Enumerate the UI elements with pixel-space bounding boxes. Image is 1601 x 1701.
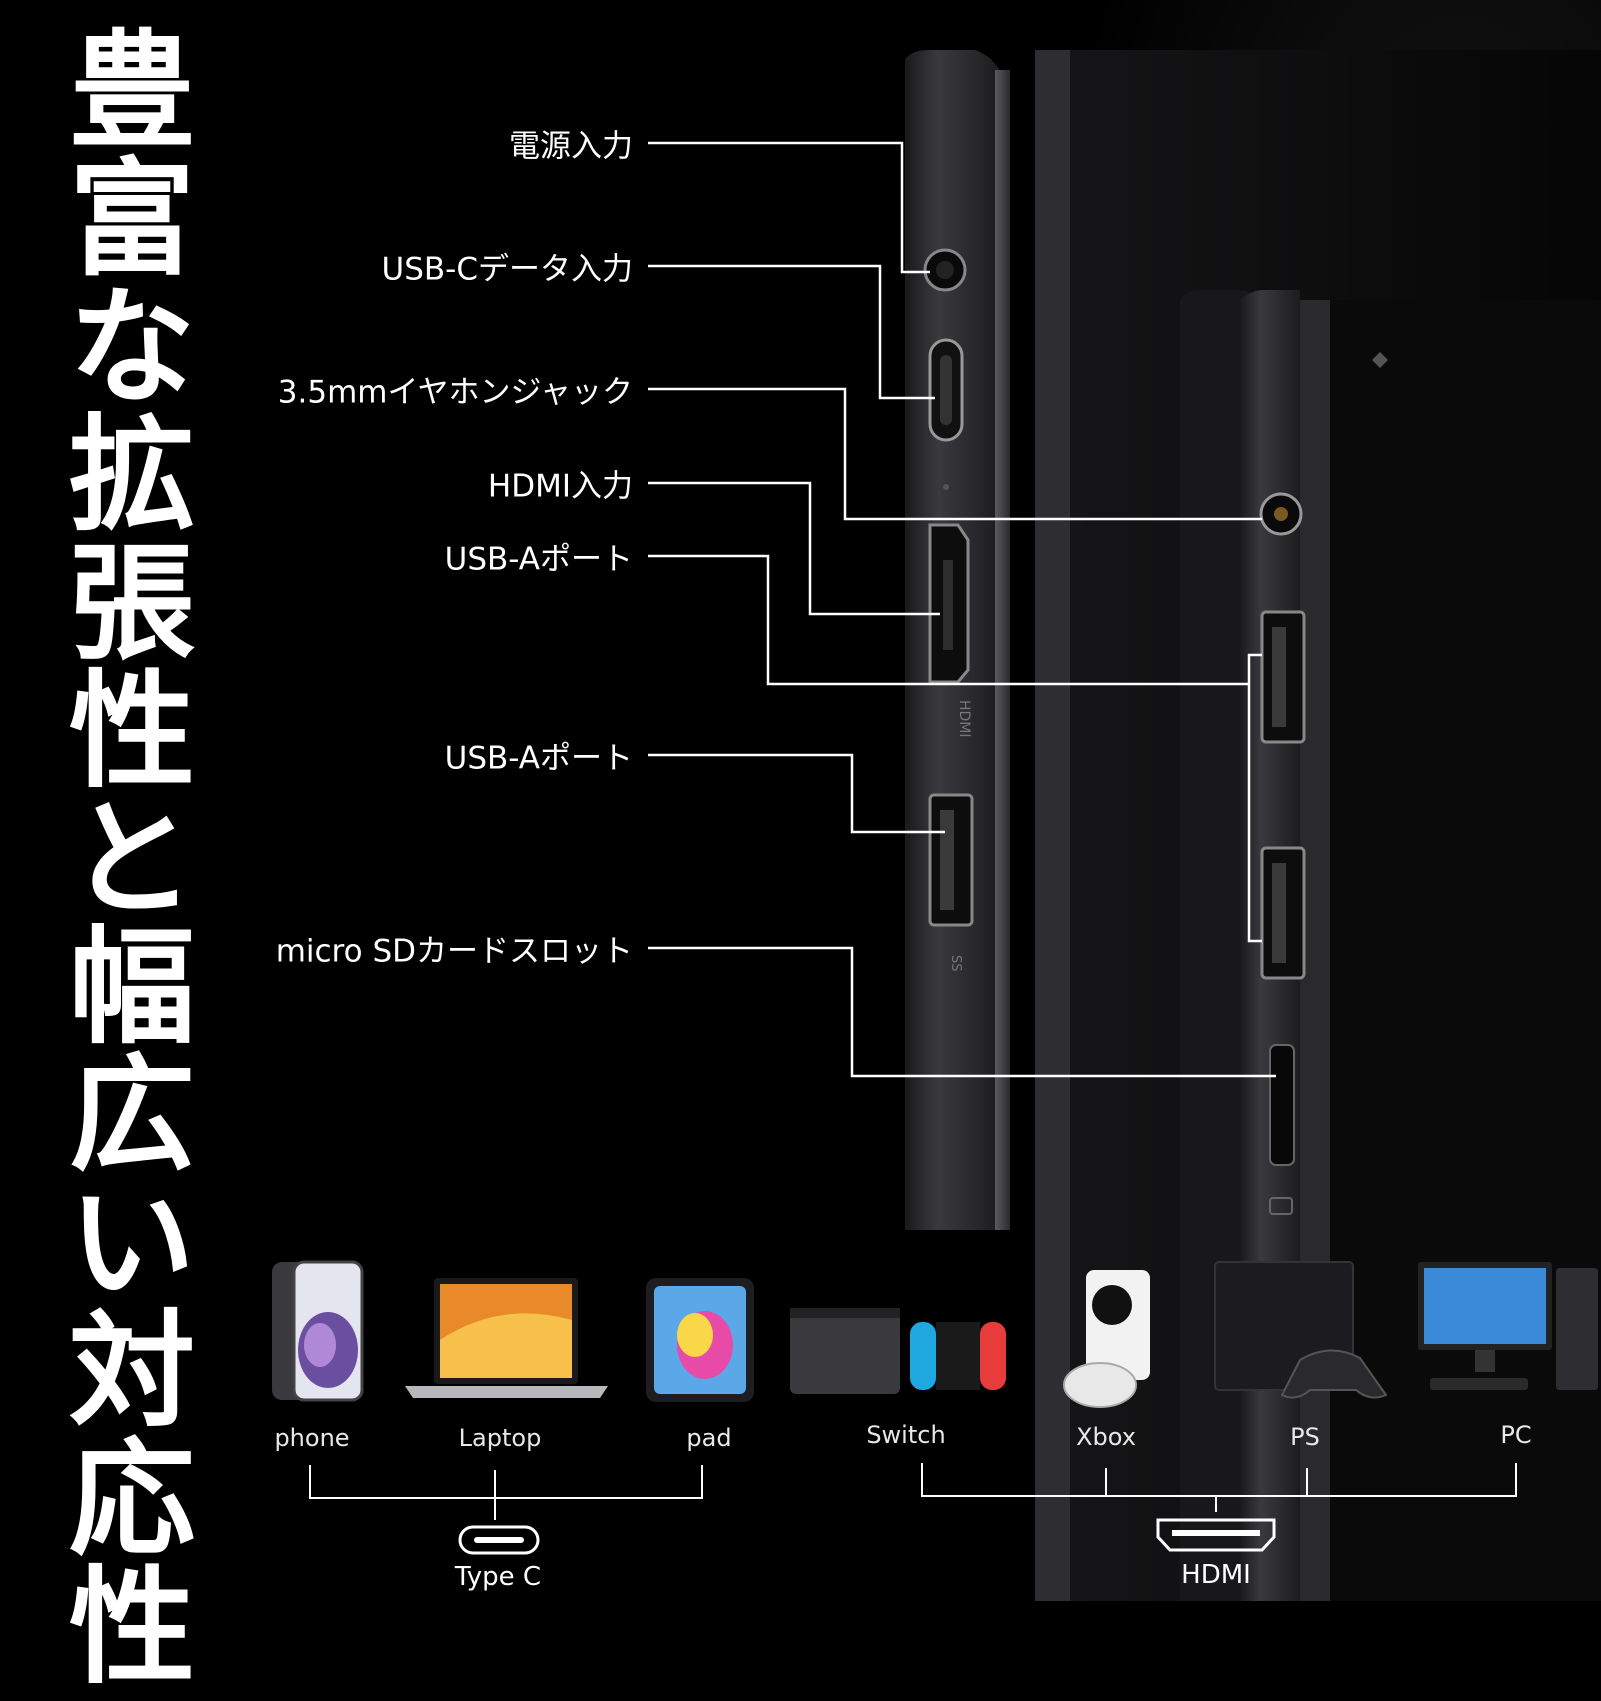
device-label-laptop: Laptop xyxy=(458,1424,542,1452)
device-label-phone: phone xyxy=(274,1424,350,1452)
group-brackets xyxy=(309,1463,1517,1520)
title-char: 対 xyxy=(69,1298,195,1445)
title-char: 豊 xyxy=(69,18,195,165)
callout-label-usb-a-port: USB-Aポート xyxy=(444,541,633,578)
title-char: い xyxy=(69,1170,195,1317)
callout-label-micro-sd-slot: micro SDカードスロット xyxy=(275,933,633,970)
callout-label-hdmi-input: HDMI入力 xyxy=(487,468,633,505)
title-char: 拡 xyxy=(69,402,195,549)
bracket-type-c xyxy=(309,1465,703,1499)
title-char: な xyxy=(69,274,195,421)
callout-lines xyxy=(648,141,1276,1078)
callout-label-usb-a-port: USB-Aポート xyxy=(444,740,633,777)
smartphone-icon xyxy=(272,1260,364,1402)
title-char: と xyxy=(69,786,195,933)
desktop-pc-icon xyxy=(1418,1262,1598,1390)
callout-label-earphone-jack: 3.5mmイヤホンジャック xyxy=(277,374,633,411)
hdmi-connector-icon xyxy=(1156,1518,1276,1552)
device-label-pad: pad xyxy=(686,1424,732,1452)
game-console-xbox-icon xyxy=(1063,1270,1150,1408)
title-char: 富 xyxy=(69,146,195,293)
bracket-hdmi xyxy=(921,1463,1517,1497)
device-label-pc: PC xyxy=(1500,1421,1532,1449)
title-char: 幅 xyxy=(69,914,195,1061)
title-char: 張 xyxy=(69,530,195,677)
callout-line-usba-right xyxy=(648,554,1249,686)
laptop-icon xyxy=(405,1278,608,1398)
callout-label-power-input: 電源入力 xyxy=(509,128,633,165)
callout-line-usba-bracket xyxy=(1247,653,1262,943)
ss-port-marking: SS xyxy=(948,955,963,972)
device-label-ps: PS xyxy=(1290,1423,1320,1451)
game-console-ps-icon xyxy=(1214,1261,1388,1399)
tablet-icon xyxy=(646,1278,754,1402)
device-label-switch: Switch xyxy=(866,1421,946,1449)
title-char: 応 xyxy=(69,1426,195,1573)
usb-c-connector-icon xyxy=(458,1525,540,1555)
title-char: 広 xyxy=(69,1042,195,1189)
group-label-hdmi: HDMI xyxy=(1181,1560,1251,1590)
hdmi-port-marking: HDMI xyxy=(956,700,972,738)
title-char: 性 xyxy=(69,658,195,805)
callout-line-audio xyxy=(648,387,1262,521)
device-label-xbox: Xbox xyxy=(1076,1423,1136,1451)
group-label-type-c: Type C xyxy=(454,1562,542,1592)
callout-line-usbc xyxy=(648,264,935,400)
callout-label-usb-c-data-input: USB-Cデータ入力 xyxy=(381,251,633,288)
callout-line-sd xyxy=(648,946,1276,1078)
callout-line-usba-left xyxy=(648,753,945,834)
callout-line-hdmi xyxy=(648,481,940,616)
product-illustration: HDMI SS xyxy=(272,0,1601,1601)
callout-line-power xyxy=(648,141,930,274)
game-console-switch-icon xyxy=(790,1308,1006,1394)
monitor-right xyxy=(1180,290,1601,1601)
